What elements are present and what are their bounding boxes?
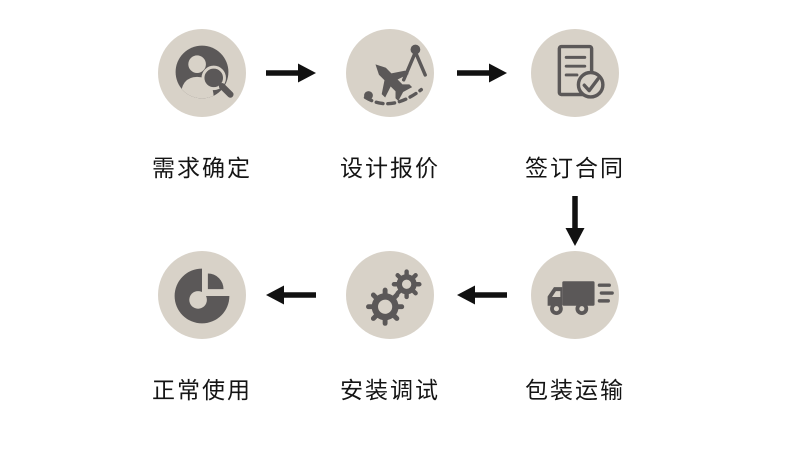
step-packing-shipping: 包装运输 [500, 251, 650, 405]
arrow-left-icon [265, 282, 317, 308]
step-install-debug: 安装调试 [315, 251, 465, 405]
arrow-down-icon [562, 195, 588, 247]
step-label: 需求确定 [152, 156, 252, 181]
step-label: 安装调试 [340, 378, 440, 403]
step-label: 签订合同 [525, 156, 625, 181]
arrow-right-icon [456, 60, 508, 86]
step-sign-contract: 签订合同 [500, 29, 650, 183]
delivery-truck-icon [531, 251, 619, 339]
contract-check-icon [531, 29, 619, 117]
pie-chart-icon [158, 251, 246, 339]
step-label: 包装运输 [525, 378, 625, 403]
step-requirements: 需求确定 [127, 29, 277, 183]
step-normal-use: 正常使用 [127, 251, 277, 405]
user-search-icon [158, 29, 246, 117]
step-label: 正常使用 [152, 378, 252, 403]
gears-icon [346, 251, 434, 339]
step-label: 设计报价 [340, 156, 440, 181]
step-design-quote: 设计报价 [315, 29, 465, 183]
arrow-right-icon [265, 60, 317, 86]
arrow-left-icon [456, 282, 508, 308]
design-compass-icon [346, 29, 434, 117]
